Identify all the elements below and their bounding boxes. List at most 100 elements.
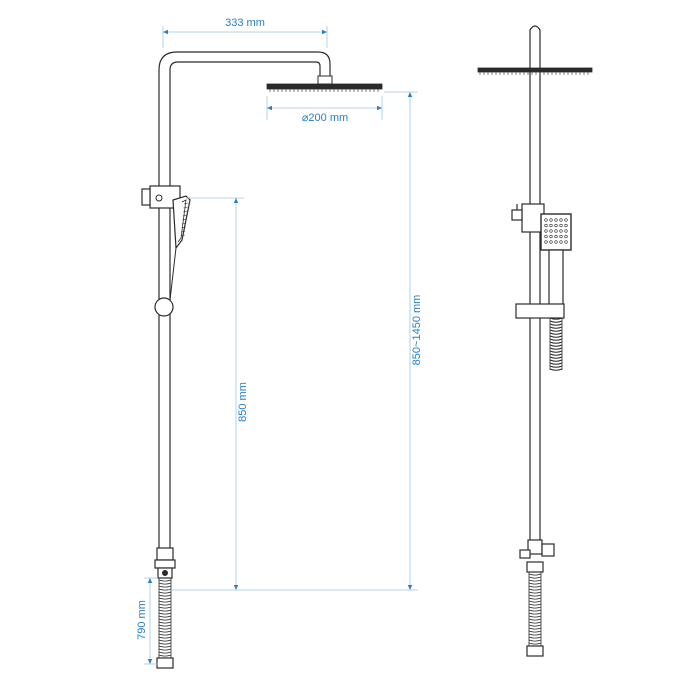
- nozzle-tick: [183, 210, 188, 213]
- hose-ridge-front-ridge: [158, 591, 172, 594]
- front-hand-shower: [172, 195, 191, 250]
- coil-ridge: [549, 365, 563, 368]
- hose-ridge-front-ridge: [158, 618, 172, 621]
- nozzle-dot: [559, 218, 563, 222]
- hose-ridge-side-ridge: [528, 579, 542, 582]
- coil-ridge: [549, 323, 563, 326]
- nozzle-dot: [554, 229, 558, 233]
- front-lower-valve-dot: [162, 570, 168, 576]
- hose-ridge-front-ridge: [158, 600, 172, 603]
- front-lower-nut: [154, 559, 176, 569]
- hose-ridge-front-ridge: [158, 633, 172, 636]
- dimension-lines: [144, 26, 418, 665]
- nozzle-dot: [559, 229, 563, 233]
- hose-ridge-front-ridge: [158, 624, 172, 627]
- nozzle-tick: [181, 226, 186, 229]
- front-shower-head-nozzles: [269, 89, 379, 92]
- nozzle-dot: [564, 229, 568, 233]
- nozzle-dot: [544, 218, 548, 222]
- nozzle-dot: [544, 240, 548, 244]
- coil-ridge: [549, 329, 563, 332]
- hose-ridge-front-ridge: [158, 636, 172, 639]
- dim-arrow: [147, 578, 153, 583]
- hose-ridge-side-ridge: [528, 618, 542, 621]
- side-hand-shower-nozzles: [544, 218, 568, 244]
- dim-head-diameter-label: ⌀200 mm: [302, 112, 348, 124]
- hose-ridge-front-ridge: [158, 642, 172, 645]
- nozzle-tick: [183, 202, 189, 205]
- hose-ridge-side-ridge: [528, 633, 542, 636]
- nozzle-dot: [564, 218, 568, 222]
- nozzle-dot: [544, 229, 548, 233]
- nozzle-tick: [181, 222, 187, 225]
- front-lower-fitting: [156, 547, 174, 561]
- dim-hose-length-label: 790 mm: [136, 600, 148, 640]
- side-lower-nut: [526, 561, 544, 573]
- nozzle-dot: [549, 234, 553, 239]
- dim-arrow: [407, 92, 413, 97]
- nozzle-dot: [554, 218, 558, 222]
- hose-ridge-front-ridge: [158, 582, 172, 585]
- hose-ridge-front-ridge: [158, 609, 172, 612]
- dimension-arrows: [147, 29, 413, 664]
- nozzle-dot: [549, 218, 553, 222]
- hose-ridge-side-ridge: [528, 615, 542, 618]
- nozzle-dot: [559, 234, 563, 239]
- coil-ridge: [549, 338, 563, 341]
- side-diverter-knob: [511, 209, 523, 221]
- hose-ridge-front-ridge: [158, 645, 172, 648]
- hose-ridge-side-ridge: [528, 591, 542, 594]
- nozzle-dot: [554, 234, 558, 239]
- dim-adjustable-height-label: 850~1450 mm: [411, 295, 423, 366]
- nozzle-dot: [564, 234, 568, 239]
- side-view: [477, 25, 593, 657]
- hose-ridge-side-ridge: [528, 609, 542, 612]
- side-slider-holder: [515, 303, 565, 319]
- hose-ridge-front-ridge: [158, 615, 172, 618]
- nozzle-dot: [564, 223, 568, 228]
- side-lower-valve-right: [541, 543, 555, 557]
- nozzle-dot: [554, 223, 558, 228]
- nozzle-tick: [180, 234, 185, 237]
- coil-ridge: [549, 359, 563, 362]
- coil-ridge: [549, 317, 563, 320]
- hose-ridge-front-ridge: [158, 585, 172, 588]
- hose-ridge-front-ridge: [158, 594, 172, 597]
- front-hand-shower-nozzles: [180, 202, 189, 237]
- nozzle-dot: [554, 240, 558, 244]
- front-diverter-screw: [155, 194, 163, 202]
- hose-ridge-front-ridge: [158, 603, 172, 606]
- coil-ridge: [549, 350, 563, 353]
- side-corrugated-hose: [528, 572, 542, 646]
- hose-ridge-front-ridge: [158, 654, 172, 657]
- side-hand-shower-handle: [548, 249, 564, 311]
- side-lower-valve-left: [519, 549, 531, 559]
- side-shower-head: [477, 67, 593, 73]
- hose-ridge-front-ridge: [158, 612, 172, 615]
- coil-ridge: [549, 320, 563, 323]
- hose-ridge-front-ridge: [158, 648, 172, 651]
- nozzle-dot: [544, 234, 548, 239]
- hose-ridge-side-ridge: [528, 603, 542, 606]
- dim-arrow: [147, 659, 153, 664]
- hose-ridge-front-ridge: [158, 627, 172, 630]
- dim-arrow: [233, 198, 239, 203]
- coil-ridge: [549, 344, 563, 347]
- hose-ridge-front-ridge: [158, 639, 172, 642]
- hose-ridge-side-ridge: [528, 597, 542, 600]
- nozzle-tick: [182, 218, 187, 221]
- nozzle-tick: [181, 230, 186, 233]
- hose-ridge-side-ridge: [528, 630, 542, 633]
- coil-ridge: [549, 326, 563, 329]
- coil-ridge: [549, 353, 563, 356]
- nozzle-dot: [549, 240, 553, 244]
- nozzle-dot: [549, 229, 553, 233]
- coil-ridge: [549, 368, 563, 371]
- coil-ridge: [549, 347, 563, 350]
- hose-ridge-side-ridge: [528, 585, 542, 588]
- hose-ridge-side-ridge: [528, 576, 542, 579]
- front-hose-end-nut: [156, 657, 174, 669]
- hose-ridge-side-ridge: [528, 594, 542, 597]
- side-top-cap: [529, 25, 541, 71]
- side-coiled-hose: [549, 317, 563, 371]
